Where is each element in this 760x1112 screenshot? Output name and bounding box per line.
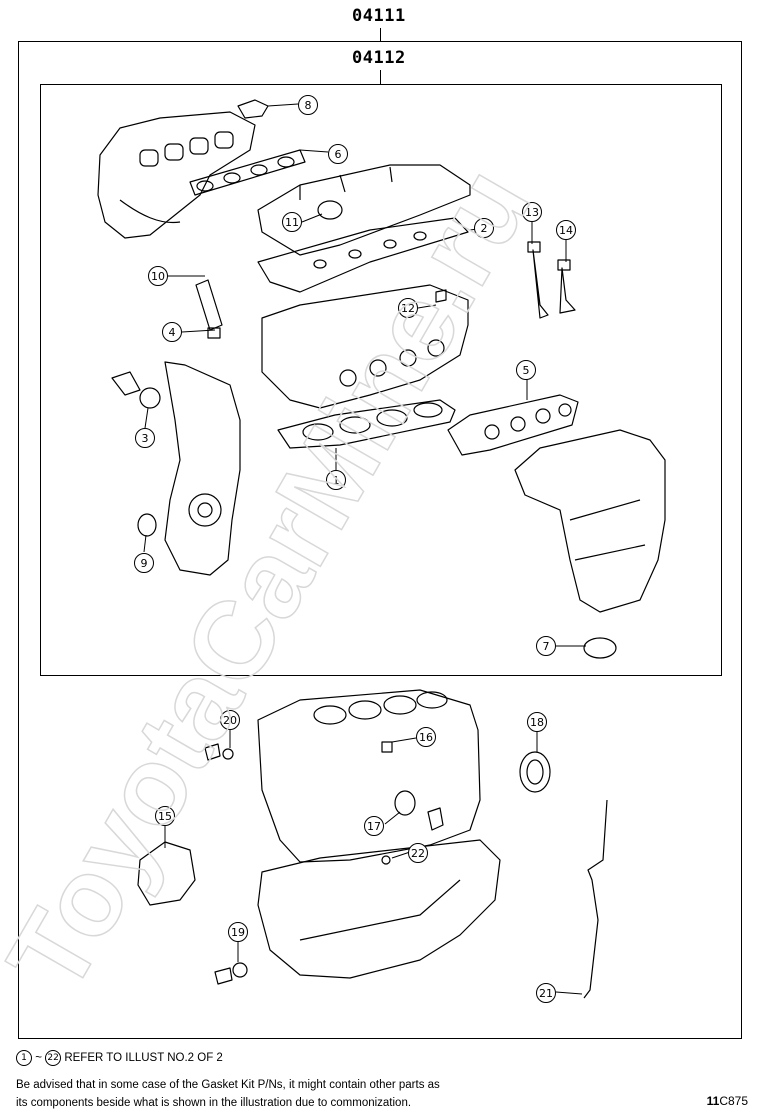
- oil-pan-drawing: [257, 839, 501, 979]
- callout-2[interactable]: 2: [474, 218, 494, 238]
- intake-gasket-drawing: [189, 149, 306, 196]
- inner-kit-leader: [380, 70, 381, 84]
- rear-seal-drawing: [519, 751, 551, 793]
- callout-5[interactable]: 5: [516, 360, 536, 380]
- callout-11[interactable]: 11: [282, 212, 302, 232]
- callout-1[interactable]: 1: [326, 470, 346, 490]
- callout-15[interactable]: 15: [155, 806, 175, 826]
- refer-note: 1 ~ 22 REFER TO ILLUST NO.2 OF 2: [16, 1049, 223, 1067]
- water-outlet-drawing: [111, 371, 141, 396]
- callout-12[interactable]: 12: [398, 298, 418, 318]
- callout-9[interactable]: 9: [134, 553, 154, 573]
- outer-kit-number: 04111: [352, 6, 406, 26]
- callout-7[interactable]: 7: [536, 636, 556, 656]
- callout-13[interactable]: 13: [522, 202, 542, 222]
- range-separator: ~: [35, 1052, 42, 1064]
- refer-text: REFER TO ILLUST NO.2 OF 2: [64, 1052, 223, 1064]
- outer-kit-leader: [380, 28, 381, 42]
- callout-19[interactable]: 19: [228, 922, 248, 942]
- oil-filler-drawing: [317, 200, 343, 220]
- leader-lines: [143, 103, 586, 995]
- cover-gasket-drawing: [257, 217, 469, 293]
- callout-21[interactable]: 21: [536, 983, 556, 1003]
- cylinder-block-drawing: [257, 689, 481, 863]
- callout-8[interactable]: 8: [298, 95, 318, 115]
- illustration-code-prefix: 11: [706, 1094, 720, 1108]
- range-start-callout: 1: [16, 1049, 32, 1066]
- callout-16[interactable]: 16: [416, 727, 436, 747]
- head-cover-drawing: [257, 164, 471, 256]
- oil-pump-drawing: [137, 841, 196, 906]
- callout-14[interactable]: 14: [556, 220, 576, 240]
- dipstick-guide-drawing: [583, 799, 608, 999]
- timing-cover-drawing: [164, 361, 241, 576]
- head-gasket-drawing: [277, 399, 456, 449]
- exhaust-gasket-drawing: [447, 394, 579, 456]
- exhaust-ring-drawing: [583, 637, 617, 659]
- intake-gasket-holes: [196, 156, 295, 192]
- range-end-callout: 22: [45, 1049, 62, 1066]
- injector-drawing: [195, 279, 223, 331]
- oil-cap-drawing: [237, 99, 269, 119]
- illustration-code: 11C875: [707, 1094, 748, 1108]
- outer-kit-frame: [18, 41, 742, 1039]
- front-seal-drawing: [137, 513, 157, 537]
- illustration-code-suffix: C875: [719, 1094, 748, 1108]
- callout-4[interactable]: 4: [162, 322, 182, 342]
- callout-3[interactable]: 3: [135, 428, 155, 448]
- callout-17[interactable]: 17: [364, 816, 384, 836]
- exhaust-manifold-drawing: [514, 429, 666, 613]
- advisory-line-2: its components beside what is shown in t…: [16, 1097, 412, 1109]
- valve-drawing: [532, 249, 576, 319]
- cylinder-head-drawing: [261, 284, 469, 409]
- callout-22[interactable]: 22: [408, 843, 428, 863]
- callout-20[interactable]: 20: [220, 710, 240, 730]
- intake-manifold-drawing: [97, 111, 256, 239]
- inner-kit-frame: [40, 84, 722, 676]
- advisory-line-1: Be advised that in some case of the Gask…: [16, 1079, 440, 1091]
- inner-kit-number: 04112: [352, 48, 406, 68]
- callout-6[interactable]: 6: [328, 144, 348, 164]
- callout-18[interactable]: 18: [527, 712, 547, 732]
- callout-10[interactable]: 10: [148, 266, 168, 286]
- intake-ports-drawing: [139, 131, 234, 167]
